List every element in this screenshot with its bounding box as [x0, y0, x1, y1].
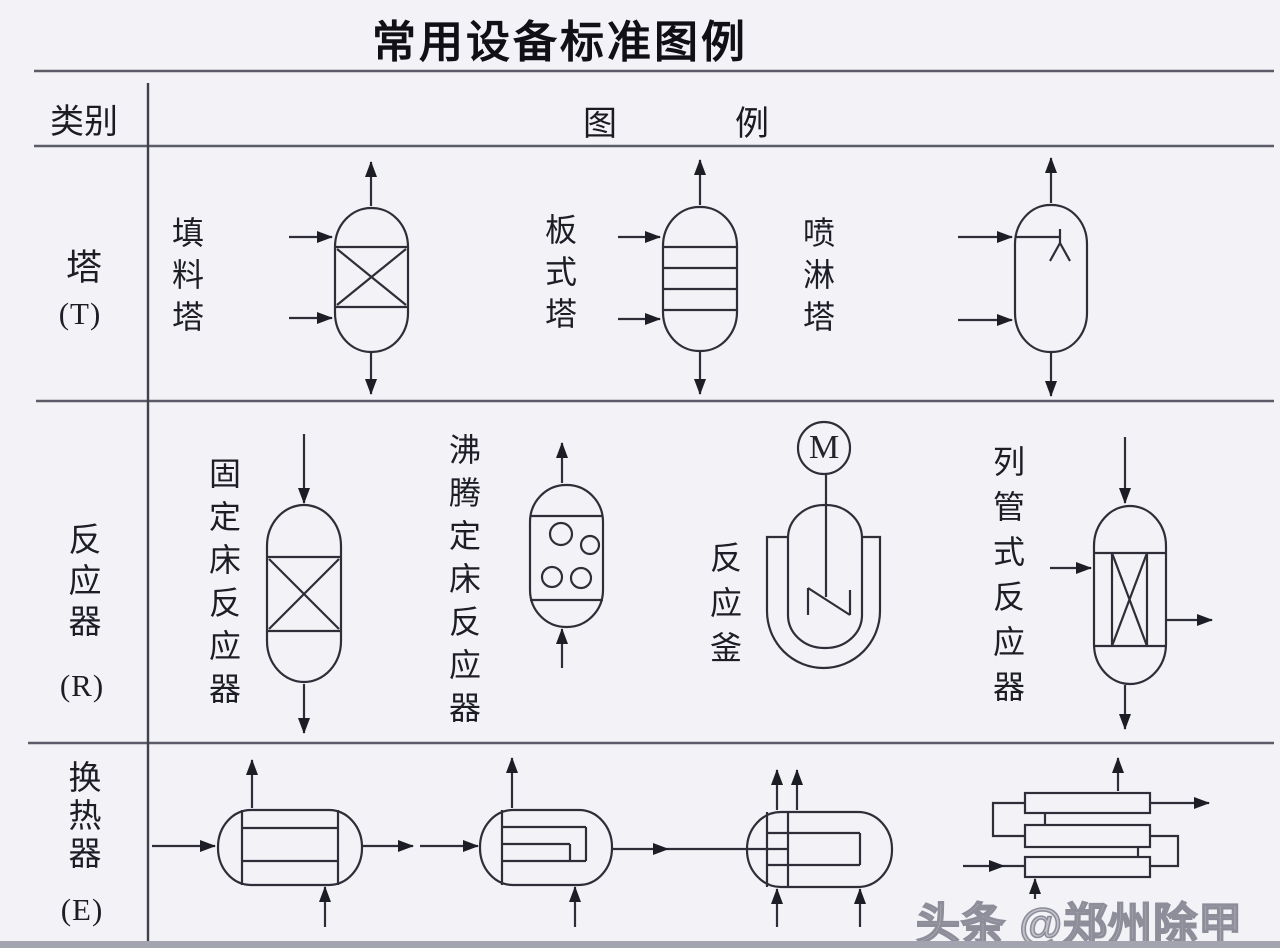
category-reactor-code: (R)	[59, 668, 105, 703]
reaction-kettle-symbol	[765, 420, 882, 670]
label-fluidized-bed-reactor: 沸腾定床反应器	[445, 433, 481, 734]
label-fixed-bed-reactor: 固定床反应器	[205, 457, 241, 715]
label-packed-tower: 填料塔	[168, 216, 204, 342]
page-title: 常用设备标准图例	[372, 18, 748, 67]
header-legend-left: 图	[583, 106, 617, 143]
motor-label: M	[809, 429, 840, 466]
motor-circle	[796, 420, 852, 476]
category-tower-code: (T)	[58, 296, 102, 331]
category-tower: 塔	[61, 248, 101, 284]
table-grid	[28, 69, 1274, 941]
header-category: 类别	[50, 104, 118, 141]
category-exchanger-code: (E)	[60, 892, 104, 927]
category-exchanger: 换热器	[63, 760, 99, 874]
label-reaction-kettle: 反应釜	[706, 541, 742, 676]
spray-tower-symbol	[958, 157, 1089, 397]
fixed-bed-reactor-symbol	[265, 434, 343, 734]
label-tubular-reactor: 列管式反应器	[989, 445, 1025, 715]
kettle-reboiler-exchanger-symbol	[745, 769, 894, 927]
label-spray-tower: 喷淋塔	[799, 216, 835, 342]
tubular-reactor-symbol	[1050, 437, 1213, 730]
shell-tube-exchanger-symbol	[152, 759, 414, 927]
category-reactor: 反应器	[63, 522, 99, 645]
bottom-edge-band	[0, 941, 1280, 948]
u-tube-exchanger-symbol	[420, 757, 788, 927]
spray-nozzle-icon	[1049, 229, 1071, 262]
serpentine-exchanger-symbol	[963, 757, 1210, 899]
label-plate-tower: 板式塔	[541, 213, 577, 339]
packed-tower-symbol	[289, 161, 410, 395]
agitator-icon	[806, 587, 852, 616]
header-legend-right: 例	[735, 106, 769, 143]
fluidized-bed-reactor-symbol	[528, 442, 605, 668]
jacket-outline	[765, 535, 882, 670]
watermark-text: 头条 @郑州除甲醛老冯	[915, 899, 1244, 948]
plate-tower-symbol	[618, 159, 739, 395]
